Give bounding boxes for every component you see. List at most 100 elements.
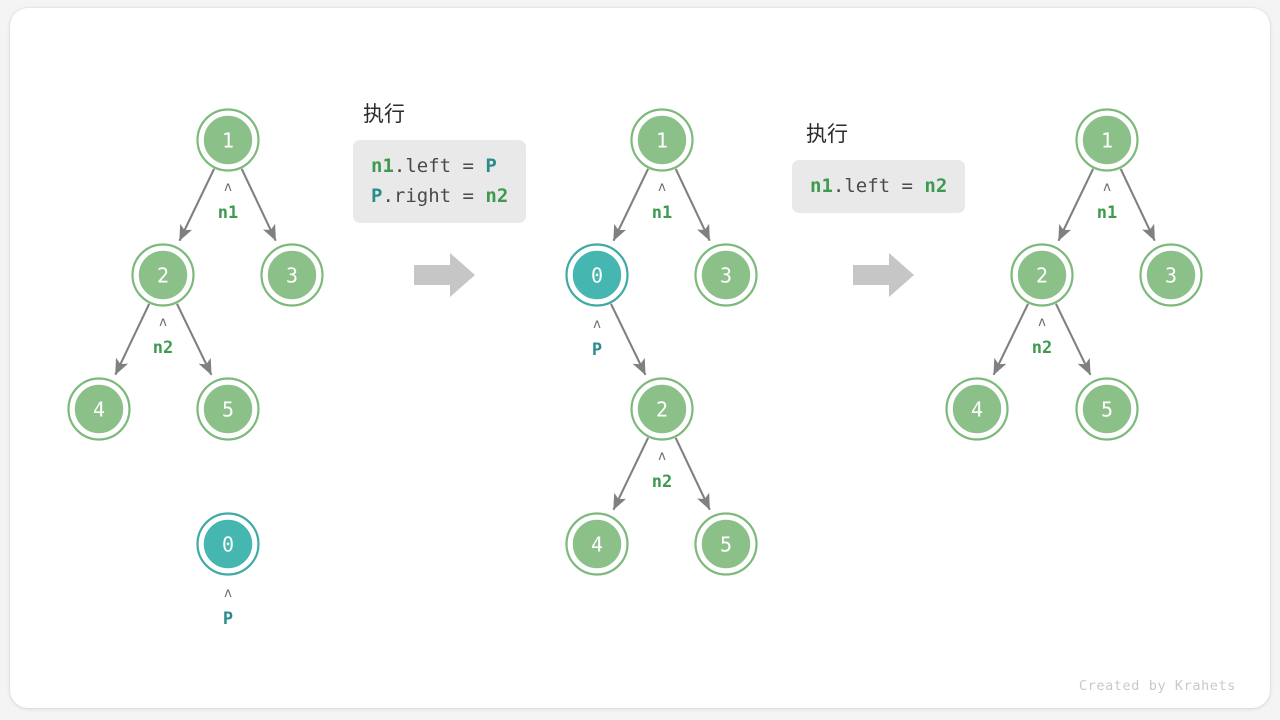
code-token: n1 (371, 155, 394, 177)
nodes-layer: 1 2 3 4 5 0 1 0 3 2 4 5 1 2 3 4 5 (67, 108, 1203, 576)
pointer-label: n1 (218, 203, 238, 223)
node-value: 0 (222, 533, 234, 557)
code-token: P (485, 155, 497, 177)
tree-node: 5 (196, 377, 260, 441)
node-outer-ring (1075, 108, 1139, 172)
tree-node: 5 (1075, 377, 1139, 441)
node-body (570, 248, 624, 302)
pointer-label: n1 (652, 203, 672, 223)
tree-node: 2 (1010, 243, 1074, 307)
node-value: 2 (157, 264, 169, 288)
node-body (1080, 113, 1134, 167)
tree-edge (1057, 168, 1095, 242)
tree-edge (240, 168, 277, 242)
pointer-caret-icon: ʌ (1103, 180, 1111, 195)
tree-edge (612, 168, 650, 242)
step-title: 执行 (363, 102, 405, 126)
node-value: 3 (1165, 264, 1177, 288)
code-token: P (371, 185, 383, 208)
pointer-label: n2 (1032, 338, 1052, 358)
node-value: 4 (93, 398, 105, 422)
node-outer-ring (945, 377, 1009, 441)
node-body (201, 382, 255, 436)
tree-node: 3 (1139, 243, 1203, 307)
pointer-label: P (592, 340, 602, 360)
node-outer-ring (565, 243, 629, 307)
code-token: .right = (382, 185, 486, 208)
node-outer-ring (565, 512, 629, 576)
node-value: 3 (720, 264, 732, 288)
tree-edge (1055, 303, 1092, 376)
pointer-label: P (223, 609, 233, 629)
pointer-label: n2 (153, 338, 173, 358)
code-token: n2 (485, 185, 509, 208)
node-outer-ring (1075, 377, 1139, 441)
node-value: 4 (591, 533, 603, 557)
node-value: 1 (222, 129, 234, 153)
tree-edge (674, 168, 711, 242)
node-outer-ring (1139, 243, 1203, 307)
step-title: 执行 (806, 122, 848, 146)
tree-node: 4 (67, 377, 131, 441)
pointer-caret-icon: ʌ (224, 586, 232, 601)
tree-edge (176, 303, 213, 376)
tree-node: 1 (196, 108, 260, 172)
node-value: 1 (1101, 129, 1113, 153)
node-outer-ring (630, 377, 694, 441)
pointer-caret-icon: ʌ (593, 317, 601, 332)
node-value: 5 (222, 398, 234, 422)
node-body (72, 382, 126, 436)
node-outer-ring (694, 243, 758, 307)
node-outer-ring (131, 243, 195, 307)
tree-node: 1 (1075, 108, 1139, 172)
pointer-label: n2 (652, 472, 672, 492)
node-outer-ring (196, 512, 260, 576)
code-token: n1 (810, 175, 833, 197)
pointer-caret-icon: ʌ (658, 449, 666, 464)
node-value: 5 (1101, 398, 1113, 422)
tree-edge (178, 168, 216, 242)
node-body (570, 517, 624, 571)
pointer-caret-icon: ʌ (224, 180, 232, 195)
transition-arrow-icon (414, 252, 476, 298)
tree-edge (610, 303, 647, 376)
tree-node: 4 (945, 377, 1009, 441)
transition-arrow-icon (853, 252, 915, 298)
pointer-caret-icon: ʌ (159, 315, 167, 330)
node-value: 2 (656, 398, 668, 422)
node-body (201, 113, 255, 167)
tree-edge (114, 303, 151, 376)
tree-node: 0 (565, 243, 629, 307)
node-outer-ring (196, 108, 260, 172)
node-body (1144, 248, 1198, 302)
tree-node: 4 (565, 512, 629, 576)
node-body (699, 517, 753, 571)
node-value: 0 (591, 264, 603, 288)
node-body (265, 248, 319, 302)
tree-node: 3 (260, 243, 324, 307)
node-outer-ring (260, 243, 324, 307)
node-body (136, 248, 190, 302)
node-outer-ring (1010, 243, 1074, 307)
tree-edge (612, 437, 650, 511)
node-body (635, 113, 689, 167)
tree-edge (1119, 168, 1156, 242)
node-body (1080, 382, 1134, 436)
code-token: .left = (832, 175, 925, 197)
code-token: n2 (924, 175, 948, 197)
tree-node: 3 (694, 243, 758, 307)
node-body (699, 248, 753, 302)
node-value: 1 (656, 129, 668, 153)
node-value: 2 (1036, 264, 1048, 288)
node-outer-ring (630, 108, 694, 172)
node-outer-ring (67, 377, 131, 441)
node-body (1015, 248, 1069, 302)
node-body (201, 517, 255, 571)
node-value: 5 (720, 533, 732, 557)
pointer-caret-icon: ʌ (1038, 315, 1046, 330)
node-outer-ring (196, 377, 260, 441)
